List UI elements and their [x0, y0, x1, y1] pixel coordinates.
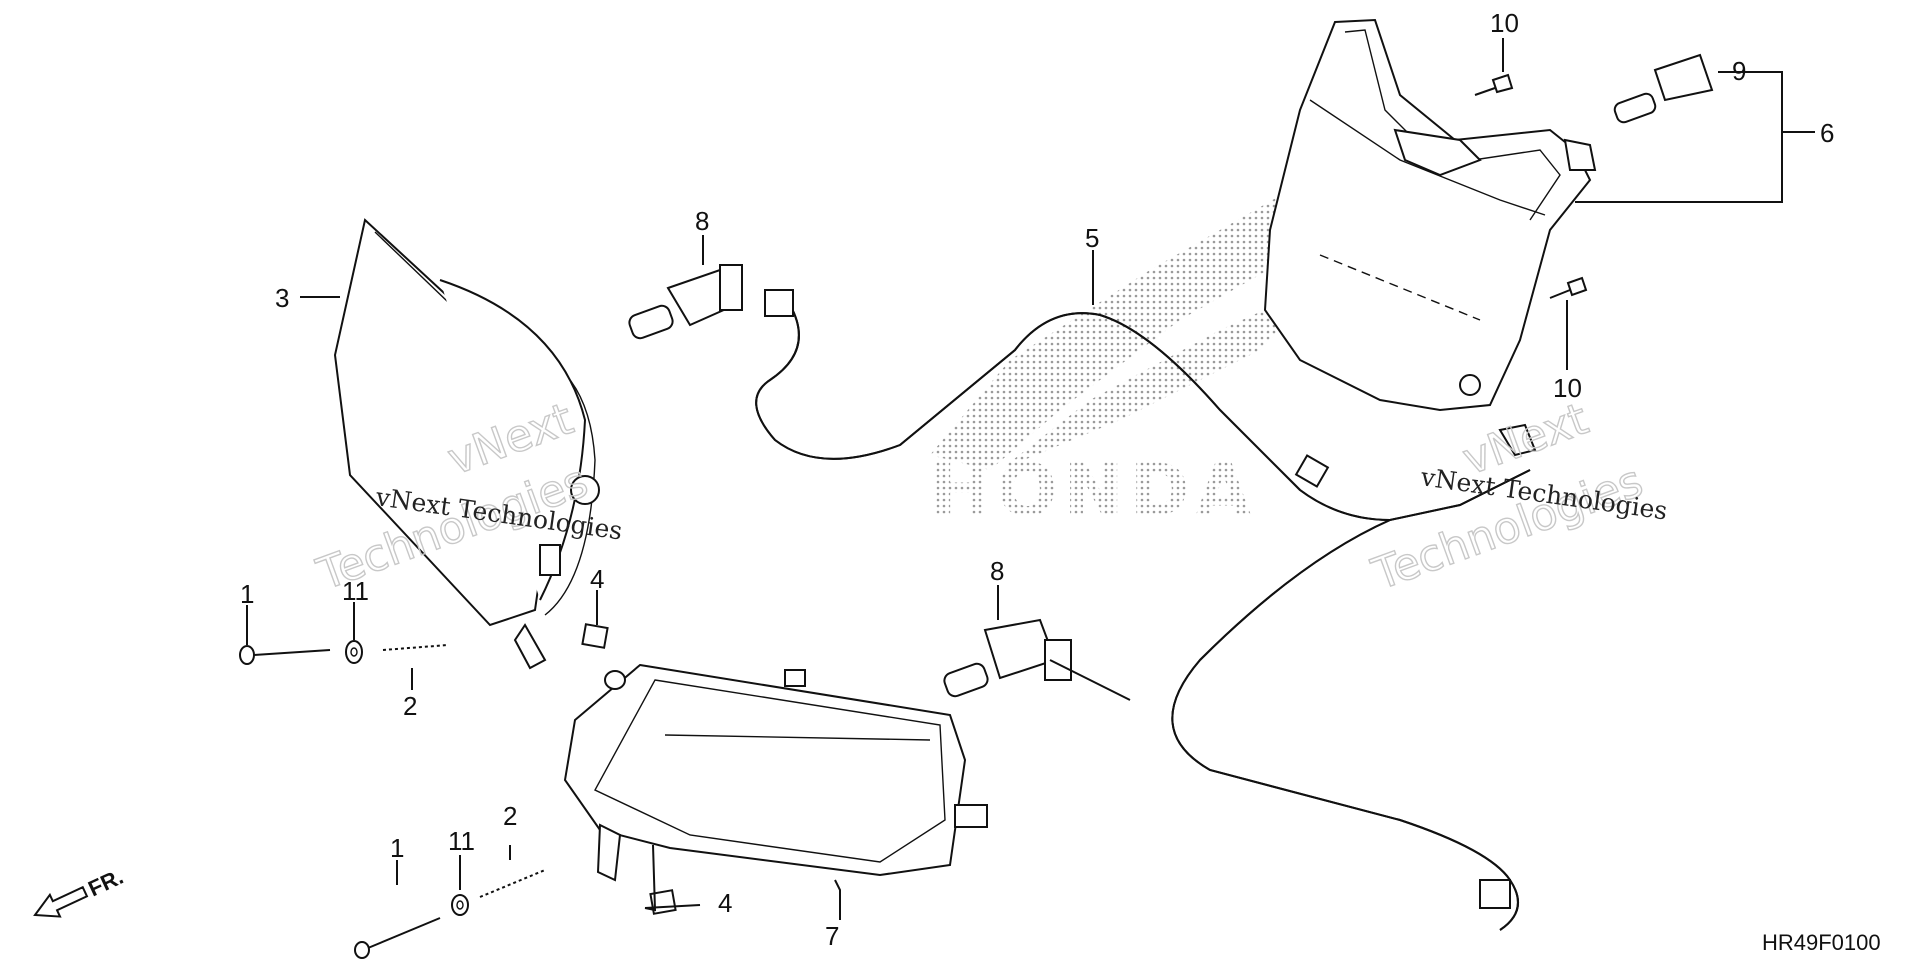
bolt-upper [239, 645, 331, 665]
washer-upper [345, 640, 363, 664]
callout-5: 5 [1085, 223, 1099, 253]
callouts: 3 1 11 2 4 8 5 10 9 6 10 8 2 11 1 4 7 [240, 8, 1834, 951]
callout-7: 7 [825, 921, 839, 951]
lower-headlight-assembly [563, 663, 988, 915]
callout-3: 3 [275, 283, 289, 313]
callout-10-upper: 10 [1490, 8, 1519, 38]
callout-1-upper: 1 [240, 579, 254, 609]
diagram-code: HR49F0100 [1762, 930, 1881, 955]
callout-11-lower: 11 [448, 826, 475, 856]
callout-8-upper: 8 [695, 206, 709, 236]
callout-9: 9 [1732, 56, 1746, 86]
bulb-upper [628, 264, 743, 340]
callout-2-lower: 2 [503, 801, 517, 831]
callout-4-lower: 4 [718, 888, 732, 918]
upper-light-unit [1263, 18, 1597, 412]
callout-8-lower: 8 [990, 556, 1004, 586]
spring-upper [382, 644, 449, 651]
left-headlight-assembly [333, 218, 609, 670]
honda-text-watermark: HONDA [930, 448, 1257, 532]
front-direction-arrow: FR. [33, 864, 127, 918]
screw-upper [1474, 73, 1514, 96]
bolt-lower [354, 917, 441, 959]
spring-lower [479, 869, 546, 898]
callout-2-upper: 2 [403, 691, 417, 721]
callout-10-lower: 10 [1553, 373, 1582, 403]
leader-lines [246, 38, 1815, 920]
callout-1-lower: 1 [390, 833, 404, 863]
bulb-lower [943, 618, 1072, 698]
callout-11-upper: 11 [342, 576, 369, 606]
washer-lower [451, 894, 469, 916]
callout-4-upper: 4 [590, 564, 604, 594]
wiring-harness [755, 289, 1537, 931]
small-bulb [1613, 53, 1714, 124]
callout-6: 6 [1820, 118, 1834, 148]
vnext-watermark-right: vNext Technologies vNext Technologies [1365, 393, 1669, 602]
front-label: FR. [84, 864, 127, 902]
screw-lower [1549, 276, 1588, 299]
